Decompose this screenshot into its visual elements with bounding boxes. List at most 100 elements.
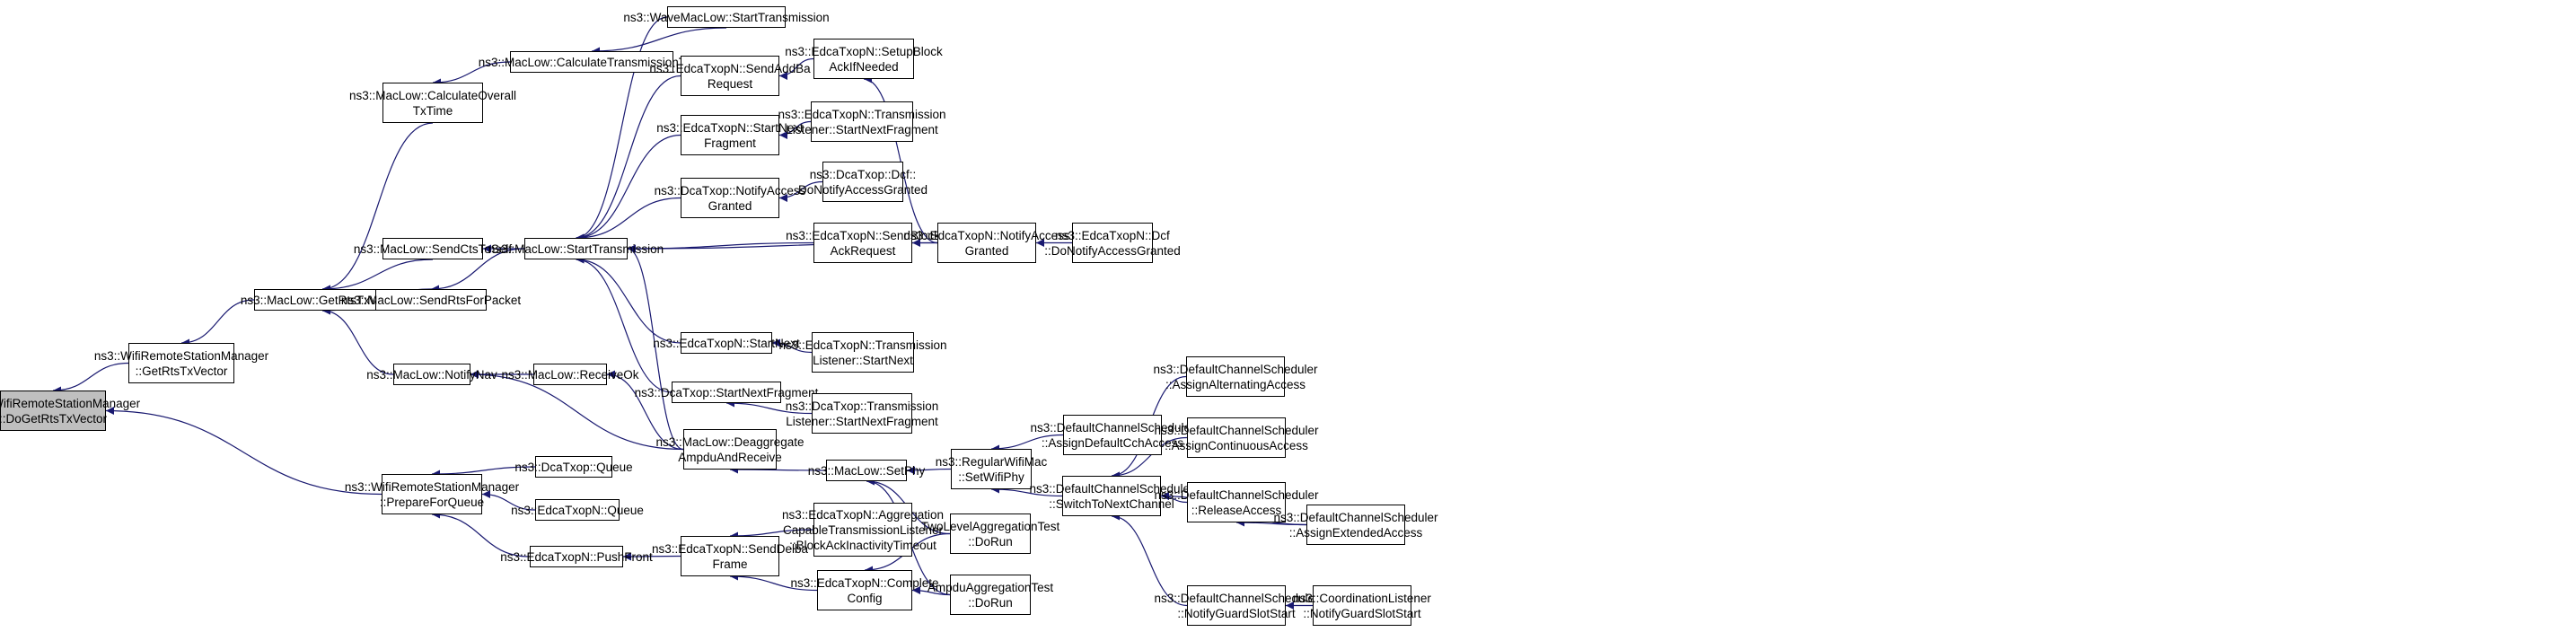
graph-node-label: Granted (964, 243, 1009, 258)
graph-node-label: ::DoRun (968, 534, 1013, 549)
graph-node-label: ns3::DcaTxop::Dcf:: (809, 167, 917, 181)
graph-node-label: ns3::EdcaTxopN::SendDelba (651, 541, 809, 556)
graph-node[interactable]: ns3::DefaultChannelScheduler::AssignExte… (1273, 505, 1438, 545)
graph-edge (729, 572, 818, 592)
graph-node-label: Request (707, 76, 753, 91)
graph-node-label: CapableTransmissionListener (782, 522, 944, 537)
graph-edge (911, 586, 951, 596)
graph-node-label: ns3::EdcaTxopN::StartNext (653, 336, 800, 350)
graph-node[interactable]: ns3::EdcaTxopN::PushFront (500, 546, 653, 567)
graph-node-label: ns3::DefaultChannelScheduler (1153, 362, 1318, 376)
graph-node-label: ::DoGetRtsTxVector (0, 411, 108, 426)
graph-node[interactable]: ns3::WifiRemoteStationManager::GetRtsTxV… (94, 343, 268, 383)
graph-node-label: ns3::EdcaTxopN::StartNext (656, 120, 804, 135)
graph-node[interactable]: ns3::MacLow::SetPhy (808, 460, 925, 481)
graph-edge (990, 434, 1064, 453)
graph-node-label: ns3::DefaultChannelScheduler (1273, 510, 1438, 524)
graph-node[interactable]: ns3::MacLow::ReceiveOk (501, 364, 639, 385)
graph-node[interactable]: ns3::RegularWifiMac::SetWifiPhy (936, 449, 1047, 489)
graph-node-label: ::DoRun (968, 595, 1013, 610)
graph-node[interactable]: ns3::MacLow::StartTransmission (488, 238, 664, 259)
graph-edge (863, 75, 938, 244)
graph-node[interactable]: ns3::MacLow::SendCtsToSelf (354, 238, 512, 259)
graph-node-label: ns3::MacLow::SendRtsForPacket (340, 293, 522, 307)
graph-node[interactable]: ns3::CoordinationListener::NotifyGuardSl… (1293, 585, 1431, 626)
graph-node[interactable]: ns3::DcaTxop::StartNextFragment (635, 382, 818, 403)
graph-node[interactable]: ns3::EdcaTxopN::StartNext (653, 332, 800, 354)
graph-node[interactable]: TwoLevelAggregationTest::DoRun (921, 514, 1059, 554)
graph-node-label: AmpduAndReceive (678, 450, 782, 464)
graph-node-label: ::GetRtsTxVector (135, 364, 228, 378)
graph-node-label: Listener::StartNext (813, 353, 913, 367)
graph-node-label: ns3::EdcaTxopN::Transmission (778, 338, 947, 352)
graph-node[interactable]: ns3::DefaultChannelScheduler::AssignCont… (1154, 417, 1319, 458)
graph-edge (576, 16, 668, 242)
graph-node-label: ns3::MacLow::NotifyNav (366, 367, 497, 382)
graph-node[interactable]: ns3::EdcaTxopN::Dcf::DoNotifyAccessGrant… (1044, 223, 1181, 263)
graph-node[interactable]: ns3::DefaultChannelScheduler::AssignDefa… (1030, 415, 1195, 455)
graph-node[interactable]: AmpduAggregationTest::DoRun (928, 575, 1053, 615)
graph-node[interactable]: ns3::MacLow::NotifyNav (366, 364, 497, 385)
graph-edge (180, 299, 255, 347)
graph-edge (576, 134, 681, 242)
graph-node[interactable]: ns3::EdcaTxopN::Queue (511, 499, 644, 521)
graph-node[interactable]: ns3::DefaultChannelScheduler::NotifyGuar… (1154, 585, 1319, 626)
graph-node-label: ns3::EdcaTxopN::Complete (790, 575, 939, 590)
graph-edge (771, 338, 813, 354)
graph-node-label: ::ReleaseAccess (1191, 503, 1282, 517)
graph-edge (576, 255, 673, 393)
graph-node-label: Listener::StartNextFragment (786, 414, 938, 428)
graph-node-label: Granted (708, 198, 752, 213)
graph-node[interactable]: ns3::DefaultChannelScheduler::SwitchToNe… (1029, 476, 1194, 516)
graph-node-label: ::PrepareForQueue (379, 495, 485, 509)
graph-edge (481, 490, 536, 511)
graph-node[interactable]: ns3::DefaultChannelScheduler::AssignAlte… (1153, 356, 1318, 397)
graph-node-label: ::BlockAckInactivityTimeout (789, 538, 936, 552)
graph-node-label: ns3::EdcaTxopN::SendAddBa (649, 61, 811, 75)
graph-node[interactable]: ns3::MacLow::GetRtsTxVector (241, 289, 404, 311)
graph-node-label: ns3::MacLow::StartTransmission (488, 241, 664, 256)
graph-edge (432, 61, 511, 87)
graph-edge (591, 27, 727, 56)
graph-node[interactable]: ns3::MacLow::SendRtsForPacket (341, 289, 521, 311)
graph-node[interactable]: ns3::MacLow::CalculateTransmissionTime (479, 51, 705, 73)
graph-edge (576, 197, 681, 242)
graph-node-label: ns3::DefaultChannelScheduler (1154, 591, 1319, 605)
graph-node-label: ns3::RegularWifiMac (935, 454, 1048, 469)
graph-node-label: AckRequest (830, 243, 896, 258)
graph-node[interactable]: ns3::WaveMacLow::StartTransmission (623, 6, 830, 28)
graph-edge (990, 485, 1063, 497)
graph-node-label: ns3::EdcaTxopN::SendBlock (786, 228, 940, 242)
graph-node-label: AckIfNeeded (829, 59, 899, 74)
graph-node[interactable]: ns3::DcaTxop::Queue (514, 456, 633, 478)
graph-node-label: ns3::MacLow::ReceiveOk (501, 367, 639, 382)
graph-node[interactable]: ns3::DefaultChannelScheduler::ReleaseAcc… (1154, 482, 1319, 522)
graph-edge (576, 255, 681, 344)
graph-edge (430, 248, 525, 294)
graph-edge (105, 407, 382, 496)
graph-node[interactable]: ns3::DcaTxop::Dcf::DoNotifyAccessGranted (798, 162, 928, 202)
graph-node-label: ns3::MacLow::SendCtsToSelf (353, 241, 513, 256)
graph-node-label: ns3::MacLow::Deaggregate (655, 434, 804, 449)
graph-node-label: ::AssignContinuousAccess (1165, 438, 1308, 452)
graph-node-label: ns3::EdcaTxopN::Aggregation (781, 507, 945, 522)
graph-node-label: ns3::DcaTxop::StartNextFragment (634, 385, 819, 399)
graph-node[interactable]: ns3::WifiRemoteStationManager::PrepareFo… (345, 474, 519, 514)
graph-edge (725, 399, 813, 415)
graph-node-label: ns3::MacLow::SetPhy (807, 463, 926, 478)
